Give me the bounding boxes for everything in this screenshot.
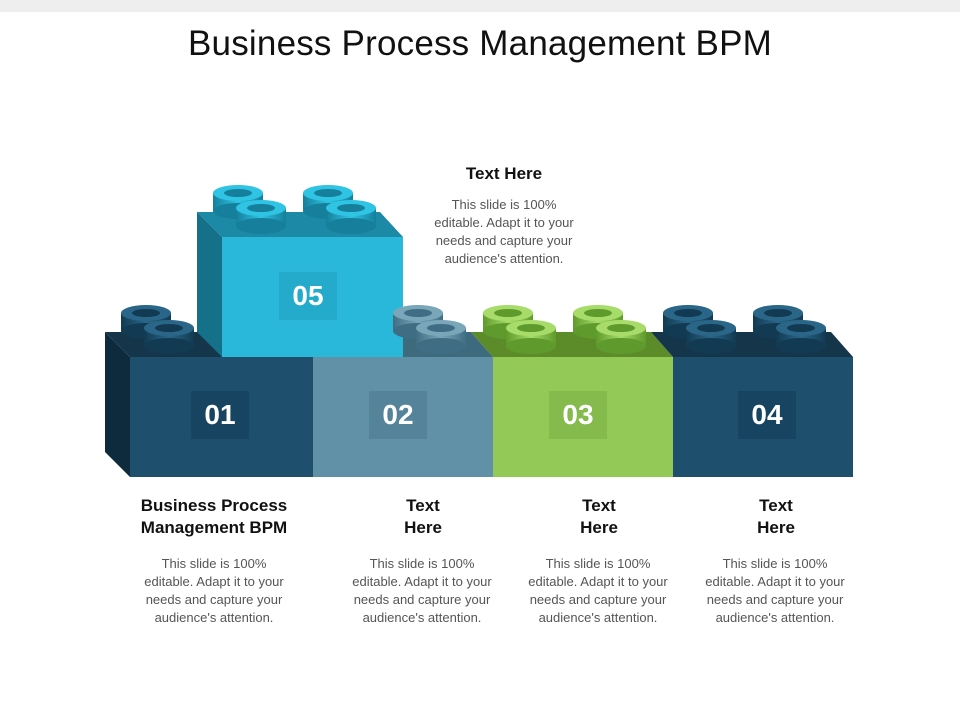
block-04-number: 04	[751, 399, 783, 430]
block-03-number-badge	[549, 391, 607, 439]
block-03-heading: Text Here	[580, 496, 618, 537]
block-04-studs	[663, 305, 826, 354]
block-05-studs	[213, 185, 376, 234]
block-03-description: This slide is 100% editable. Adapt it to…	[528, 556, 668, 625]
block-05-description: This slide is 100% editable. Adapt it to…	[434, 197, 574, 266]
block-05-heading: Text Here	[465, 164, 543, 183]
block-04-heading: Text Here	[757, 496, 795, 537]
block-05-number: 05	[292, 280, 324, 311]
block-03-number: 03	[562, 399, 594, 430]
block-01-number-badge	[191, 391, 249, 439]
block-04-description: This slide is 100% editable. Adapt it to…	[705, 556, 845, 625]
block-05-number-badge	[279, 272, 337, 320]
block-02-heading: Text Here	[404, 496, 442, 537]
block-02-studs	[393, 305, 466, 354]
block-01-studs	[121, 305, 194, 354]
slide-title: Business Process Management BPM	[188, 24, 772, 63]
block-02-number: 02	[382, 399, 414, 430]
block-01-side-face	[105, 332, 130, 477]
top-bar	[0, 0, 960, 12]
block-04-number-badge	[738, 391, 796, 439]
block-01-description: This slide is 100% editable. Adapt it to…	[144, 556, 284, 625]
block-05-side-face	[197, 212, 222, 357]
block-01-heading: Business Process Management BPM	[140, 496, 288, 537]
block-01-number: 01	[204, 399, 236, 430]
block-03-studs	[483, 305, 646, 354]
block-02-description: This slide is 100% editable. Adapt it to…	[352, 556, 492, 625]
block-02-number-badge	[369, 391, 427, 439]
